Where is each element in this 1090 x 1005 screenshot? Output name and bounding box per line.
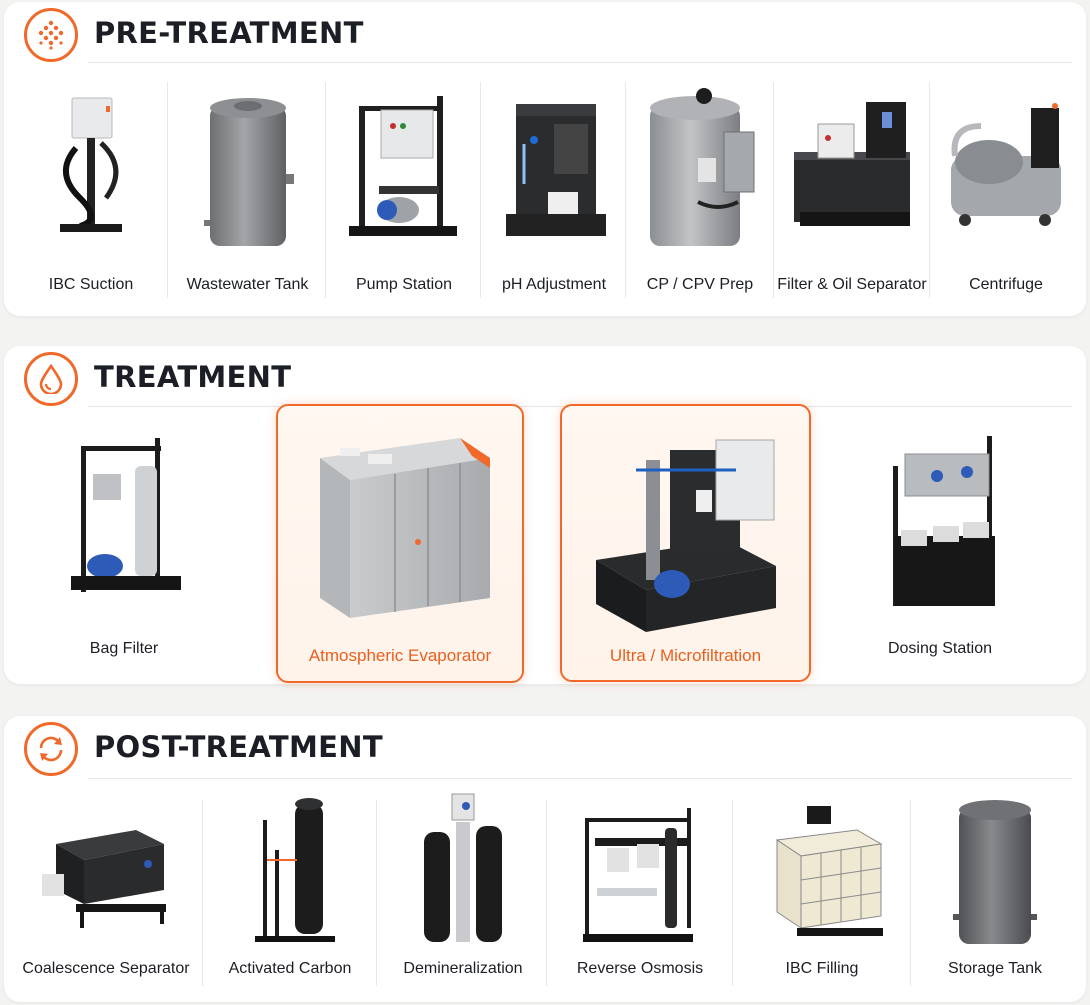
droplet-icon — [24, 352, 78, 406]
ph-adjustment-unit-icon — [506, 104, 606, 236]
equipment-label: IBC Suction — [48, 276, 134, 293]
column-divider — [910, 800, 911, 986]
equipment-label: Demineralization — [403, 960, 523, 977]
equipment-label: IBC Filling — [785, 960, 859, 977]
ultra-microfiltration-icon — [595, 439, 776, 632]
bag-filter-icon — [71, 438, 181, 592]
equipment-label: Ultra / Microfiltration — [609, 646, 762, 665]
equipment-label: Wastewater Tank — [186, 276, 309, 293]
pre-treatment-section: PRE-TREATMENT IBC Suction Wastewater Tan… — [4, 2, 1086, 316]
cycle-arrows-icon — [24, 722, 78, 776]
post-treatment-section: POST-TREATMENT Coalescence Separator Act… — [4, 716, 1086, 1002]
equipment-card-ultra-microfiltration[interactable]: Ultra / Microfiltration — [560, 404, 811, 682]
column-divider — [732, 800, 733, 986]
section-divider — [88, 778, 1072, 779]
equipment-card-centrifuge[interactable]: Centrifuge — [931, 80, 1081, 300]
column-divider — [202, 800, 203, 986]
section-title: TREATMENT — [94, 360, 292, 394]
column-divider — [625, 82, 626, 298]
equipment-card-filter-oil-separator[interactable]: Filter & Oil Separator — [775, 80, 929, 300]
equipment-card-atmospheric-evaporator[interactable]: Atmospheric Evaporator — [276, 404, 524, 683]
ibc-suction-unit-icon — [60, 97, 122, 232]
atmospheric-evaporator-icon — [320, 438, 490, 618]
equipment-card-coalescence-separator[interactable]: Coalescence Separator — [12, 790, 200, 990]
coalescence-separator-icon — [42, 830, 166, 928]
column-divider — [773, 82, 774, 298]
wastewater-tank-icon — [203, 98, 294, 246]
equipment-card-ph-adjustment[interactable]: pH Adjustment — [482, 80, 626, 300]
column-divider — [167, 82, 168, 298]
treatment-section: TREATMENT Bag Filter Atmos — [4, 346, 1086, 684]
dosing-station-icon — [893, 436, 995, 606]
column-divider — [480, 82, 481, 298]
equipment-card-dosing-station[interactable]: Dosing Station — [860, 416, 1020, 666]
activated-carbon-filter-icon — [255, 798, 335, 942]
equipment-card-storage-tank[interactable]: Storage Tank — [912, 790, 1078, 990]
equipment-label: Pump Station — [355, 276, 453, 293]
column-divider — [376, 800, 377, 986]
dots-grid-icon — [24, 8, 78, 62]
centrifuge-icon — [951, 103, 1061, 226]
equipment-label: Reverse Osmosis — [576, 960, 704, 977]
equipment-label: Dosing Station — [887, 640, 993, 657]
equipment-label: CP / CPV Prep — [646, 276, 754, 293]
equipment-card-ibc-filling[interactable]: IBC Filling — [736, 790, 908, 990]
equipment-card-reverse-osmosis[interactable]: Reverse Osmosis — [550, 790, 730, 990]
equipment-label: Storage Tank — [948, 960, 1042, 977]
equipment-card-activated-carbon[interactable]: Activated Carbon — [206, 790, 374, 990]
equipment-label: pH Adjustment — [501, 276, 607, 293]
reverse-osmosis-unit-icon — [583, 808, 693, 942]
section-divider — [88, 62, 1072, 63]
demineralization-unit-icon — [424, 793, 502, 942]
equipment-label: Activated Carbon — [228, 960, 352, 977]
equipment-label: Filter & Oil Separator — [777, 276, 927, 293]
equipment-card-cp-cpv-prep[interactable]: CP / CPV Prep — [627, 80, 773, 300]
column-divider — [325, 82, 326, 298]
equipment-label: Centrifuge — [969, 276, 1043, 293]
storage-tank-icon — [953, 800, 1037, 944]
equipment-card-demineralization[interactable]: Demineralization — [380, 790, 546, 990]
equipment-card-ibc-suction[interactable]: IBC Suction — [16, 80, 166, 300]
filter-oil-separator-icon — [794, 102, 910, 226]
ibc-filling-unit-icon — [775, 806, 883, 936]
equipment-card-pump-station[interactable]: Pump Station — [329, 80, 479, 300]
equipment-label: Bag Filter — [89, 640, 159, 657]
cp-cpv-prep-unit-icon — [650, 88, 755, 246]
section-title: POST-TREATMENT — [94, 730, 383, 764]
equipment-label: Atmospheric Evaporator — [308, 646, 492, 665]
column-divider — [929, 82, 930, 298]
section-title: PRE-TREATMENT — [94, 16, 364, 50]
column-divider — [546, 800, 547, 986]
equipment-card-wastewater-tank[interactable]: Wastewater Tank — [170, 80, 325, 300]
pump-station-icon — [349, 96, 457, 236]
equipment-card-bag-filter[interactable]: Bag Filter — [44, 416, 204, 666]
equipment-label: Coalescence Separator — [22, 960, 190, 977]
